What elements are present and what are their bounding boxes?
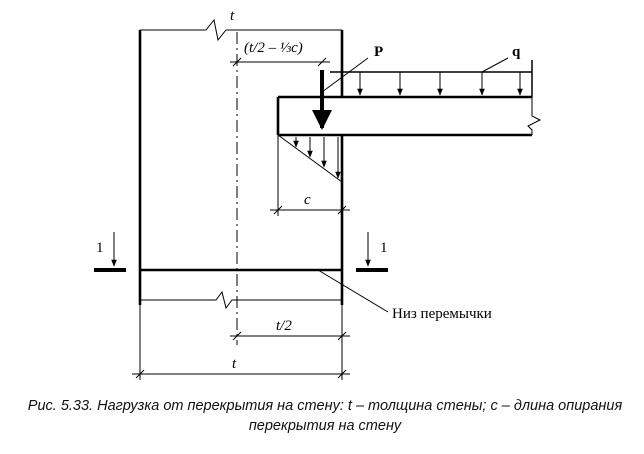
label-section-right: 1 bbox=[380, 240, 388, 256]
label-offset: (t/2 – ⅓c) bbox=[244, 40, 303, 56]
c-tick bbox=[273, 205, 283, 215]
label-c: c bbox=[304, 192, 311, 208]
half-t-tick bbox=[337, 331, 347, 341]
label-lintel-bottom: Низ перемычки bbox=[392, 306, 492, 322]
wall-bottom-break-line bbox=[140, 290, 342, 310]
distributed-load-q bbox=[330, 57, 533, 97]
lintel-leader bbox=[317, 269, 389, 313]
dimension-t-bottom bbox=[132, 369, 350, 379]
dimension-c bbox=[270, 135, 350, 216]
label-half-t: t/2 bbox=[276, 318, 292, 334]
q-leader bbox=[481, 57, 509, 73]
t-tick bbox=[135, 369, 145, 379]
wall-top-break-line bbox=[140, 18, 342, 42]
p-leader bbox=[321, 57, 369, 93]
label-q: q bbox=[512, 44, 521, 60]
bearing-pressure-diagram bbox=[277, 134, 343, 183]
dimension-offset bbox=[230, 57, 330, 67]
half-t-tick bbox=[232, 331, 242, 341]
label-p: P bbox=[374, 44, 383, 60]
t-tick bbox=[337, 369, 347, 379]
force-p bbox=[312, 57, 369, 130]
floor-slab bbox=[276, 95, 542, 137]
slab-break-line bbox=[527, 97, 542, 135]
wall-slab-load-diagram: t (t/2 – ⅓c) P q c 1 1 Низ перемычки t/2… bbox=[94, 8, 542, 380]
label-t-top: t bbox=[230, 8, 235, 24]
c-tick bbox=[337, 205, 347, 215]
wall bbox=[138, 18, 344, 310]
label-t-bottom: t bbox=[232, 356, 237, 372]
offset-tick bbox=[232, 57, 242, 67]
label-section-left: 1 bbox=[96, 240, 104, 256]
section-mark-left bbox=[94, 232, 126, 272]
dimension-half-t bbox=[139, 305, 350, 380]
pressure-hypotenuse bbox=[277, 134, 343, 183]
offset-tick bbox=[317, 57, 327, 67]
section-mark-right bbox=[356, 232, 388, 272]
figure-caption: Рис. 5.33. Нагрузка от перекрытия на сте… bbox=[27, 398, 623, 434]
